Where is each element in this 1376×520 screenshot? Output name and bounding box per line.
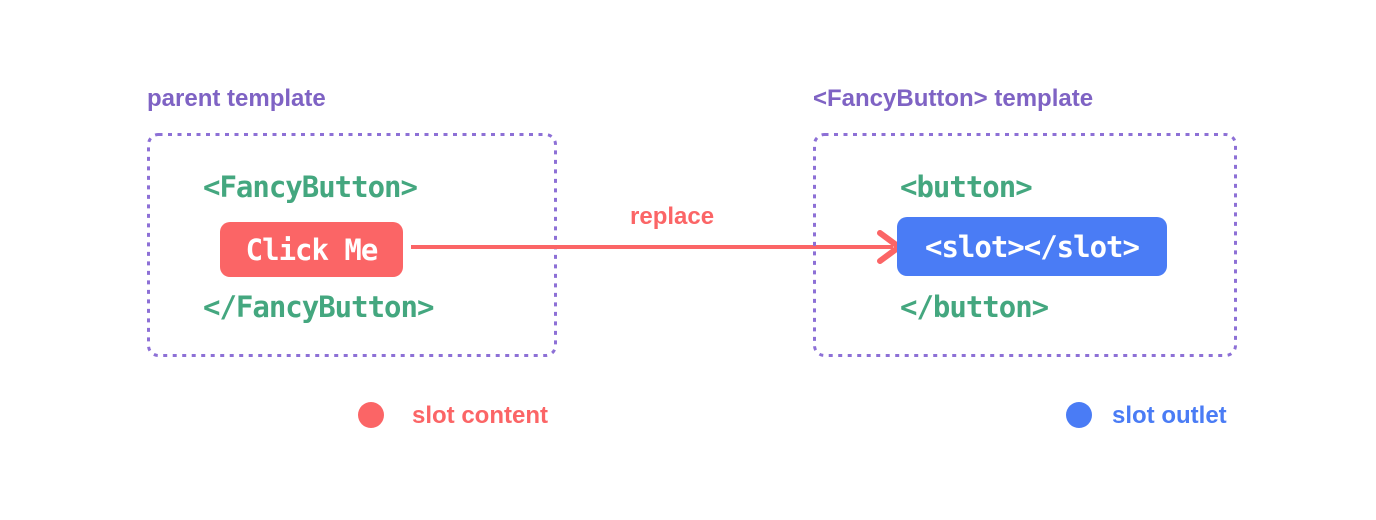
button-open-tag: <button> (900, 170, 1033, 204)
fancybutton-template-title: <FancyButton> template (813, 85, 1094, 112)
click-me-button: Click Me (220, 222, 403, 277)
slot-content-dot-icon (358, 402, 384, 428)
slot-outlet-legend-label: slot outlet (1112, 402, 1227, 429)
replace-label: replace (630, 203, 715, 230)
button-close-tag: </button> (900, 290, 1049, 324)
fancybutton-template-box (813, 133, 1237, 357)
parent-template-title: parent template (147, 85, 326, 112)
fancybutton-close-tag: </FancyButton> (203, 290, 434, 324)
slot-outlet-label: <slot></slot> (925, 229, 1140, 264)
parent-template-box (147, 133, 557, 357)
slot-outlet-box: <slot></slot> (897, 217, 1167, 276)
slot-content-legend-label: slot content (412, 402, 548, 429)
click-me-label: Click Me (245, 232, 379, 267)
slot-outlet-dot-icon (1066, 402, 1092, 428)
fancybutton-open-tag: <FancyButton> (203, 170, 418, 204)
